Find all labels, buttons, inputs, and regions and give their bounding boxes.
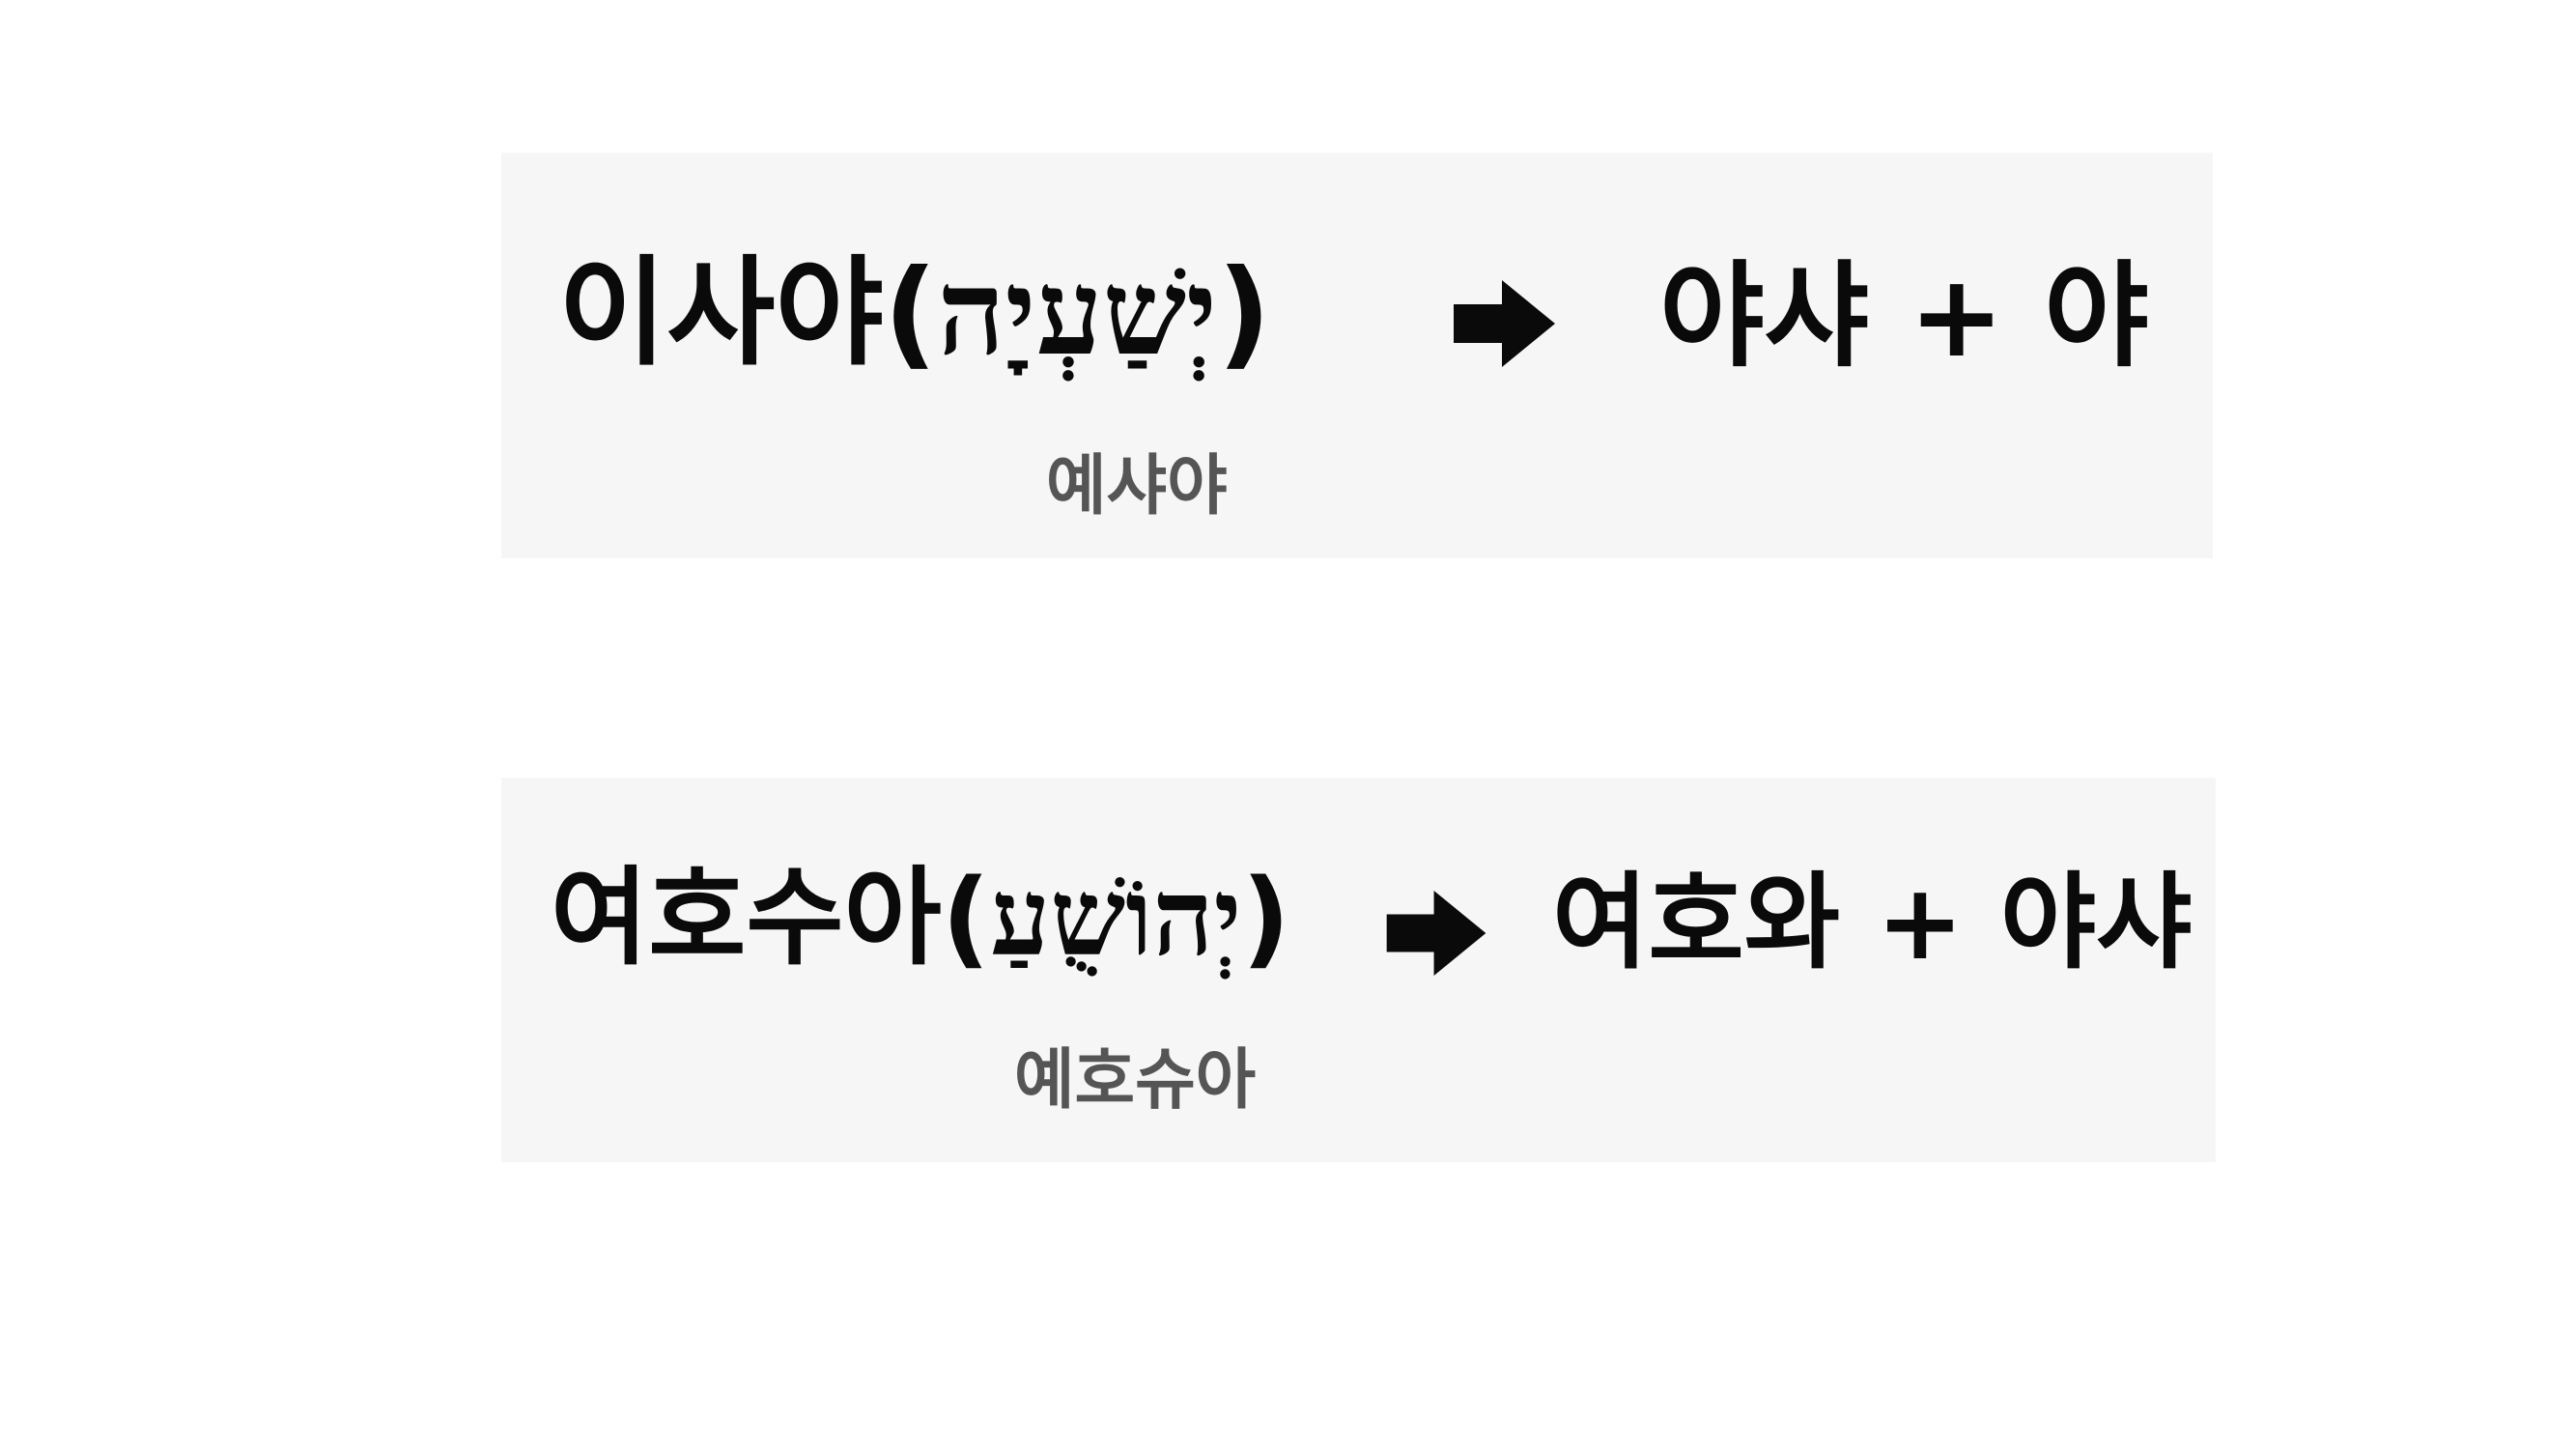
open-paren: ( — [941, 856, 991, 980]
name-with-hebrew-2: 여호수아(יְהוֹשֻׁעַ) — [551, 865, 1290, 972]
meaning: 여호와 + 야샤 — [1552, 863, 2193, 983]
korean-name: 이사야 — [558, 244, 884, 382]
joshua-panel — [501, 778, 2216, 1162]
right-arrow-icon — [1454, 280, 1555, 367]
isaiah-panel — [501, 153, 2213, 558]
close-paren: ) — [1241, 856, 1290, 980]
hebrew-name: יְשַׁעְיָה — [937, 242, 1218, 382]
korean-name: 여호수아 — [551, 856, 942, 980]
pronunciation: 예호슈아 — [1014, 1042, 1257, 1119]
name-with-hebrew-1: 이사야(יְשַׁעְיָה) — [558, 253, 1271, 372]
meaning: 야샤 + 야 — [1659, 249, 2149, 383]
close-paren: ) — [1217, 244, 1271, 382]
open-paren: ( — [883, 244, 938, 382]
hebrew-name: יְהוֹשֻׁעַ — [990, 855, 1242, 980]
right-arrow-icon — [1386, 891, 1486, 976]
pronunciation: 예샤야 — [1046, 448, 1228, 525]
